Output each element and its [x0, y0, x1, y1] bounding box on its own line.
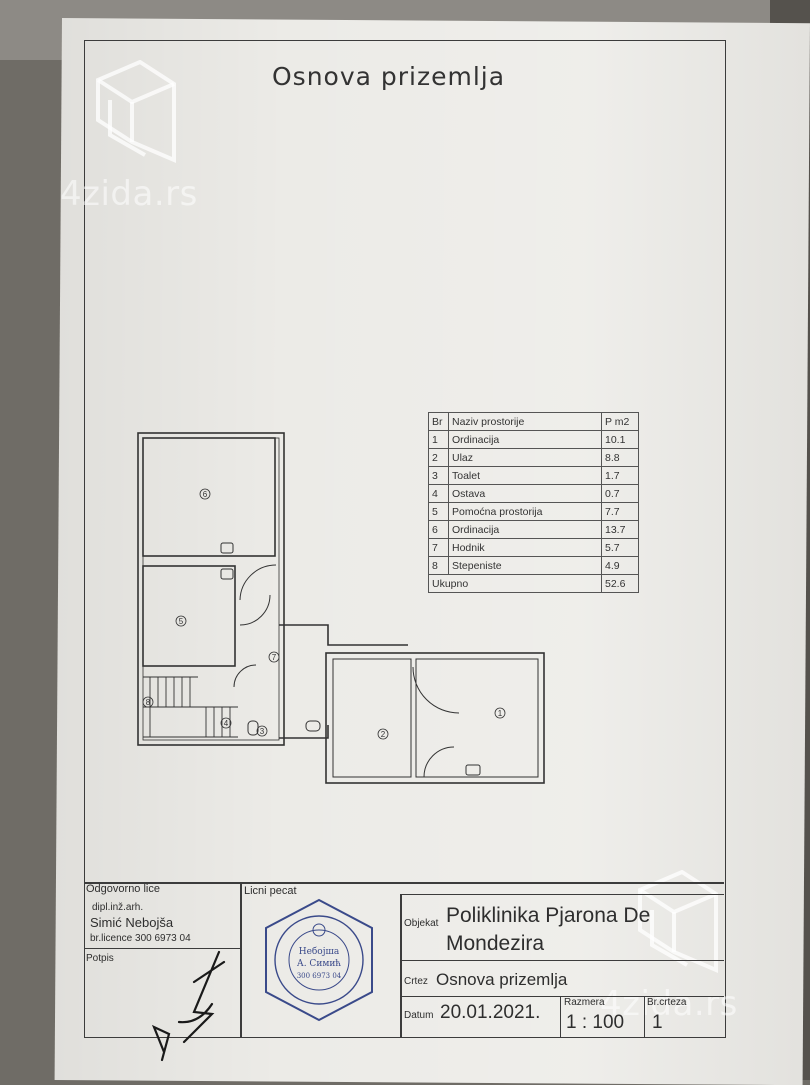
- room-label: 7: [272, 653, 277, 662]
- header-name: Naziv prostorije: [448, 412, 602, 431]
- licence-number: br.licence 300 6973 04: [90, 933, 191, 944]
- table-row: 3 Toalet 1.7: [428, 466, 639, 485]
- title-block-divider: [400, 960, 724, 961]
- room-label: 6: [203, 490, 208, 499]
- page-title: Osnova prizemlja: [272, 62, 506, 91]
- svg-text:300 6973 04: 300 6973 04: [297, 972, 342, 980]
- engineer-title: dipl.inž.arh.: [92, 902, 144, 913]
- object-name-line1: Poliklinika Pjarona De: [446, 904, 651, 927]
- row-area: 5.7: [601, 538, 639, 557]
- engineer-name: Simić Nebojša: [90, 915, 174, 930]
- svg-text:Небојша: Небојша: [299, 946, 340, 957]
- drawing-label: Crtez: [404, 976, 428, 987]
- room-1-outline: [415, 658, 539, 778]
- outer-wall-right: [325, 652, 545, 784]
- signature-label: Potpis: [86, 953, 114, 964]
- table-row: 8 Stepeniste 4.9: [428, 556, 639, 575]
- title-block-divider: [560, 996, 561, 1038]
- title-block-divider: [400, 894, 402, 1038]
- watermark-logo-icon: [96, 60, 176, 164]
- drawing-frame: [84, 40, 726, 1038]
- row-area: 13.7: [601, 520, 639, 539]
- door-swing: [239, 564, 277, 601]
- date-value: 20.01.2021.: [440, 1002, 541, 1023]
- floor-plan: 6 5 7 8 4 3 2 1: [137, 432, 545, 784]
- scale-label: Razmera: [564, 997, 605, 1008]
- row-area: 1.7: [601, 466, 639, 485]
- corridor-wall-bottom: [279, 725, 329, 739]
- row-area: 0.7: [601, 484, 639, 503]
- watermark-text-bottom: 4zida.rs: [600, 984, 738, 1024]
- stamp-label: Licni pecat: [244, 885, 297, 897]
- fixture-sink: [220, 568, 234, 580]
- room-label: 8: [146, 698, 151, 707]
- door-swing: [233, 664, 257, 688]
- sheet-value: 1: [652, 1012, 663, 1033]
- handwritten-signature: [151, 950, 226, 1062]
- stairs: [143, 676, 238, 738]
- fixture-sink: [220, 542, 234, 554]
- drawing-name: Osnova prizemlja: [436, 970, 568, 989]
- engineer-stamp: Небојша А. Симић 300 6973 04: [265, 898, 373, 1022]
- row-area: 4.9: [601, 556, 639, 575]
- fixture-toilet: [305, 720, 321, 732]
- row-area: 8.8: [601, 448, 639, 467]
- title-block: Odgovorno lice dipl.inž.arh. Simić Neboj…: [84, 882, 724, 1062]
- svg-text:А. Симић: А. Симић: [297, 959, 341, 969]
- title-block-divider: [240, 882, 242, 1038]
- room-label: 5: [179, 617, 184, 626]
- room-6-outline: [142, 437, 276, 557]
- inner-wall-left: [142, 437, 280, 741]
- door-swing: [412, 666, 460, 714]
- fixture-toilet: [247, 720, 259, 736]
- scale-value: 1 : 100: [566, 1012, 625, 1033]
- fixture-sink: [465, 764, 481, 776]
- title-block-divider: [400, 894, 724, 895]
- date-label: Datum: [404, 1010, 434, 1021]
- watermark-logo-icon: [638, 870, 718, 974]
- total-area: 52.6: [601, 574, 639, 593]
- room-label: 1: [498, 709, 503, 718]
- row-area: 7.7: [601, 502, 639, 521]
- room-table: Br Naziv prostorije P m2 1 Ordinacija 10…: [428, 412, 639, 593]
- room-5-outline: [142, 565, 236, 667]
- outer-wall-left: [137, 432, 285, 746]
- object-label: Objekat: [404, 918, 439, 929]
- room-2-outline: [332, 658, 412, 778]
- watermark-text-top: 4zida.rs: [60, 174, 198, 214]
- room-label: 3: [260, 727, 265, 736]
- door-swing: [239, 594, 271, 626]
- title-block-top-line: [84, 882, 724, 884]
- room-label: 4: [224, 719, 229, 728]
- object-name-line2: Mondezira: [446, 932, 545, 955]
- total-label: Ukupno: [428, 574, 602, 593]
- header-area: P m2: [601, 412, 639, 431]
- title-block-divider: [84, 948, 240, 949]
- row-area: 10.1: [601, 430, 639, 449]
- room-label: 2: [381, 730, 386, 739]
- responsible-label: Odgovorno lice: [86, 883, 160, 895]
- title-block-divider: [400, 996, 724, 997]
- sheet-label: Br.crteza: [647, 997, 687, 1008]
- table-total-row: Ukupno 52.6: [428, 574, 639, 593]
- title-block-divider: [644, 996, 645, 1038]
- corridor-wall: [279, 624, 408, 646]
- door-swing: [423, 746, 455, 778]
- row-name: Stepeniste: [448, 556, 602, 575]
- table-header-row: Br Naziv prostorije P m2: [428, 412, 639, 431]
